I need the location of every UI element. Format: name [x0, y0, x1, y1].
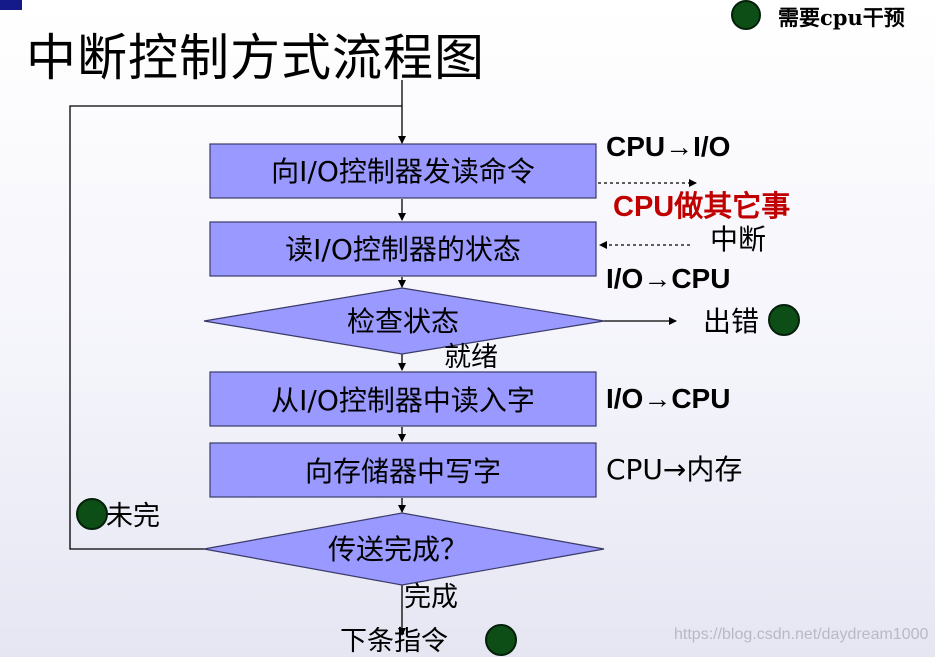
diamond-check-status-label: 检查状态 [347, 305, 459, 338]
watermark: https://blog.csdn.net/daydream1000 [674, 626, 929, 643]
box-read-status-label: 读I/O控制器的状态 [285, 233, 521, 266]
box-send-read-command [209, 143, 597, 199]
label-io-to-cpu-2: I/O→CPU [606, 383, 730, 414]
box-read-word-label: 从I/O控制器中读入字 [271, 384, 535, 417]
box-read-word [209, 371, 597, 427]
page-title: 中断控制方式流程图 [26, 29, 485, 87]
label-io-to-cpu-1: I/O→CPU [606, 263, 730, 294]
label-cpu-to-io: CPU→I/O [606, 131, 730, 162]
connectors [69, 80, 697, 636]
cpu-intervention-dot-error [768, 304, 800, 336]
diamond-transfer-done [203, 512, 605, 586]
label-done: 完成 [404, 582, 458, 613]
box-write-memory-label: 向存储器中写字 [305, 455, 501, 488]
cpu-intervention-dot-next [485, 624, 517, 656]
box-write-memory [209, 442, 597, 498]
legend-dot-icon [731, 0, 761, 30]
label-next-instruction: 下条指令 [340, 626, 448, 657]
label-cpu-to-memory: CPU→内存 [606, 453, 742, 486]
label-ready: 就绪 [444, 342, 498, 373]
box-read-status [209, 221, 597, 277]
label-interrupt: 中断 [710, 223, 766, 256]
label-not-done: 未完 [106, 501, 160, 532]
label-error: 出错 [703, 305, 759, 338]
diamond-check-status [203, 287, 605, 355]
diamond-transfer-done-label: 传送完成？ [328, 533, 468, 566]
box-send-read-command-label: 向I/O控制器发读命令 [271, 155, 535, 188]
top-band [0, 0, 935, 10]
legend-text: 需要cpu干预 [778, 5, 905, 30]
cpu-intervention-dot-not-done [76, 498, 108, 530]
label-cpu-other-work: CPU做其它事 [613, 189, 790, 223]
loop-back-line [69, 105, 402, 550]
top-accent-stripe [0, 0, 22, 10]
